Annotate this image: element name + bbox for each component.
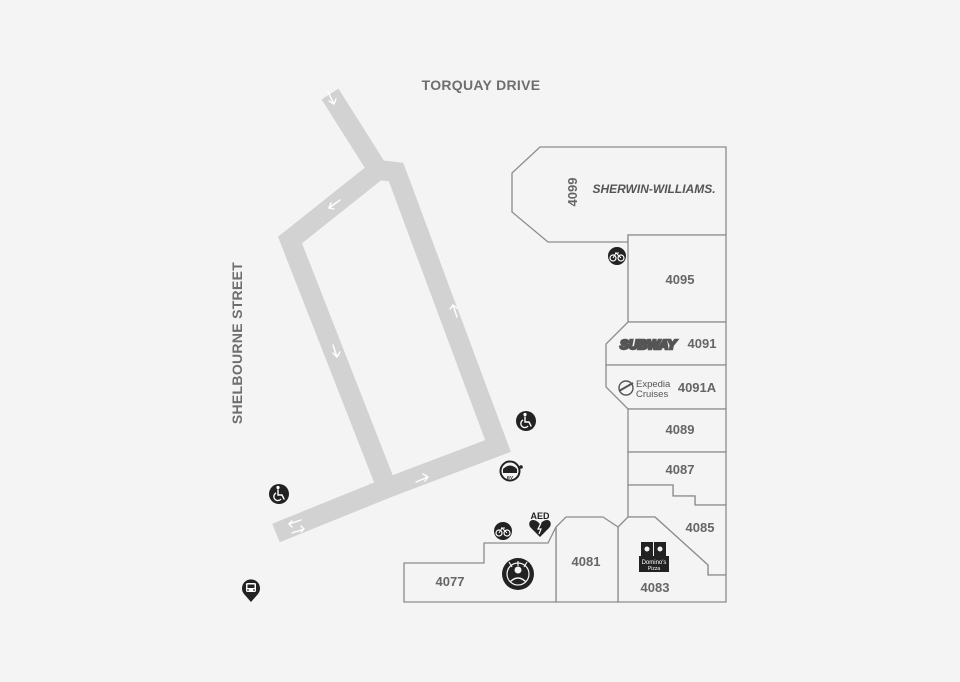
one-way-arrow-icon <box>449 304 458 318</box>
expedia-plane-icon <box>618 382 634 392</box>
one-way-arrows <box>288 91 458 534</box>
suite-4077[interactable] <box>403 526 557 603</box>
aed-station[interactable]: AED <box>529 511 551 537</box>
unit-number-4095: 4095 <box>666 272 695 287</box>
two-way-arrow-icon <box>288 519 305 534</box>
unit-number-4081: 4081 <box>572 554 601 569</box>
accessible-parking-icon[interactable] <box>269 484 289 504</box>
unit-number-4083: 4083 <box>641 580 670 595</box>
bike-rack-icon[interactable] <box>494 522 512 540</box>
unit-number-4091a: 4091A <box>678 380 717 395</box>
expedia-globe-icon <box>618 380 634 396</box>
accessible-parking-icon[interactable] <box>516 411 536 431</box>
dominos-line-1: Domino's <box>642 560 667 566</box>
one-way-arrow-icon <box>415 473 429 483</box>
one-way-arrow-icon <box>332 344 341 358</box>
aed-label: AED <box>530 511 550 521</box>
ev-label: EV <box>507 475 513 480</box>
bike-rack-icon[interactable] <box>608 247 626 265</box>
one-way-arrow-icon <box>328 199 341 210</box>
sherwin-williams-logo: SHERWIN-WILLIAMS. <box>592 182 715 196</box>
unit-number-4099: 4099 <box>565 178 580 207</box>
one-way-arrow-icon <box>327 91 337 105</box>
ev-charging-icon[interactable]: EV <box>499 460 523 482</box>
expedia-line-1: Expedia <box>636 379 671 390</box>
bus-stop-icon[interactable] <box>242 579 260 602</box>
unit-number-4087: 4087 <box>666 462 695 477</box>
subway-logo: SUBWAY <box>620 337 677 352</box>
parking-drive-aisles <box>272 88 511 543</box>
dominos-line-2: Pizza <box>648 566 660 572</box>
street-label-north: TORQUAY DRIVE <box>422 77 541 93</box>
unit-number-4089: 4089 <box>666 422 695 437</box>
expedia-cruises-logo: Expedia Cruises <box>618 379 671 400</box>
suite-4083[interactable] <box>617 516 727 603</box>
building-suites <box>403 146 727 603</box>
unit-number-4085: 4085 <box>686 520 715 535</box>
dominos-pizza-logo: Domino's Pizza <box>639 542 669 572</box>
street-label-west: SHELBOURNE STREET <box>229 262 245 424</box>
unit-number-4091: 4091 <box>688 336 717 351</box>
expedia-line-2: Cruises <box>636 389 668 400</box>
unit-number-4077: 4077 <box>436 574 465 589</box>
starbucks-logo <box>502 558 534 590</box>
